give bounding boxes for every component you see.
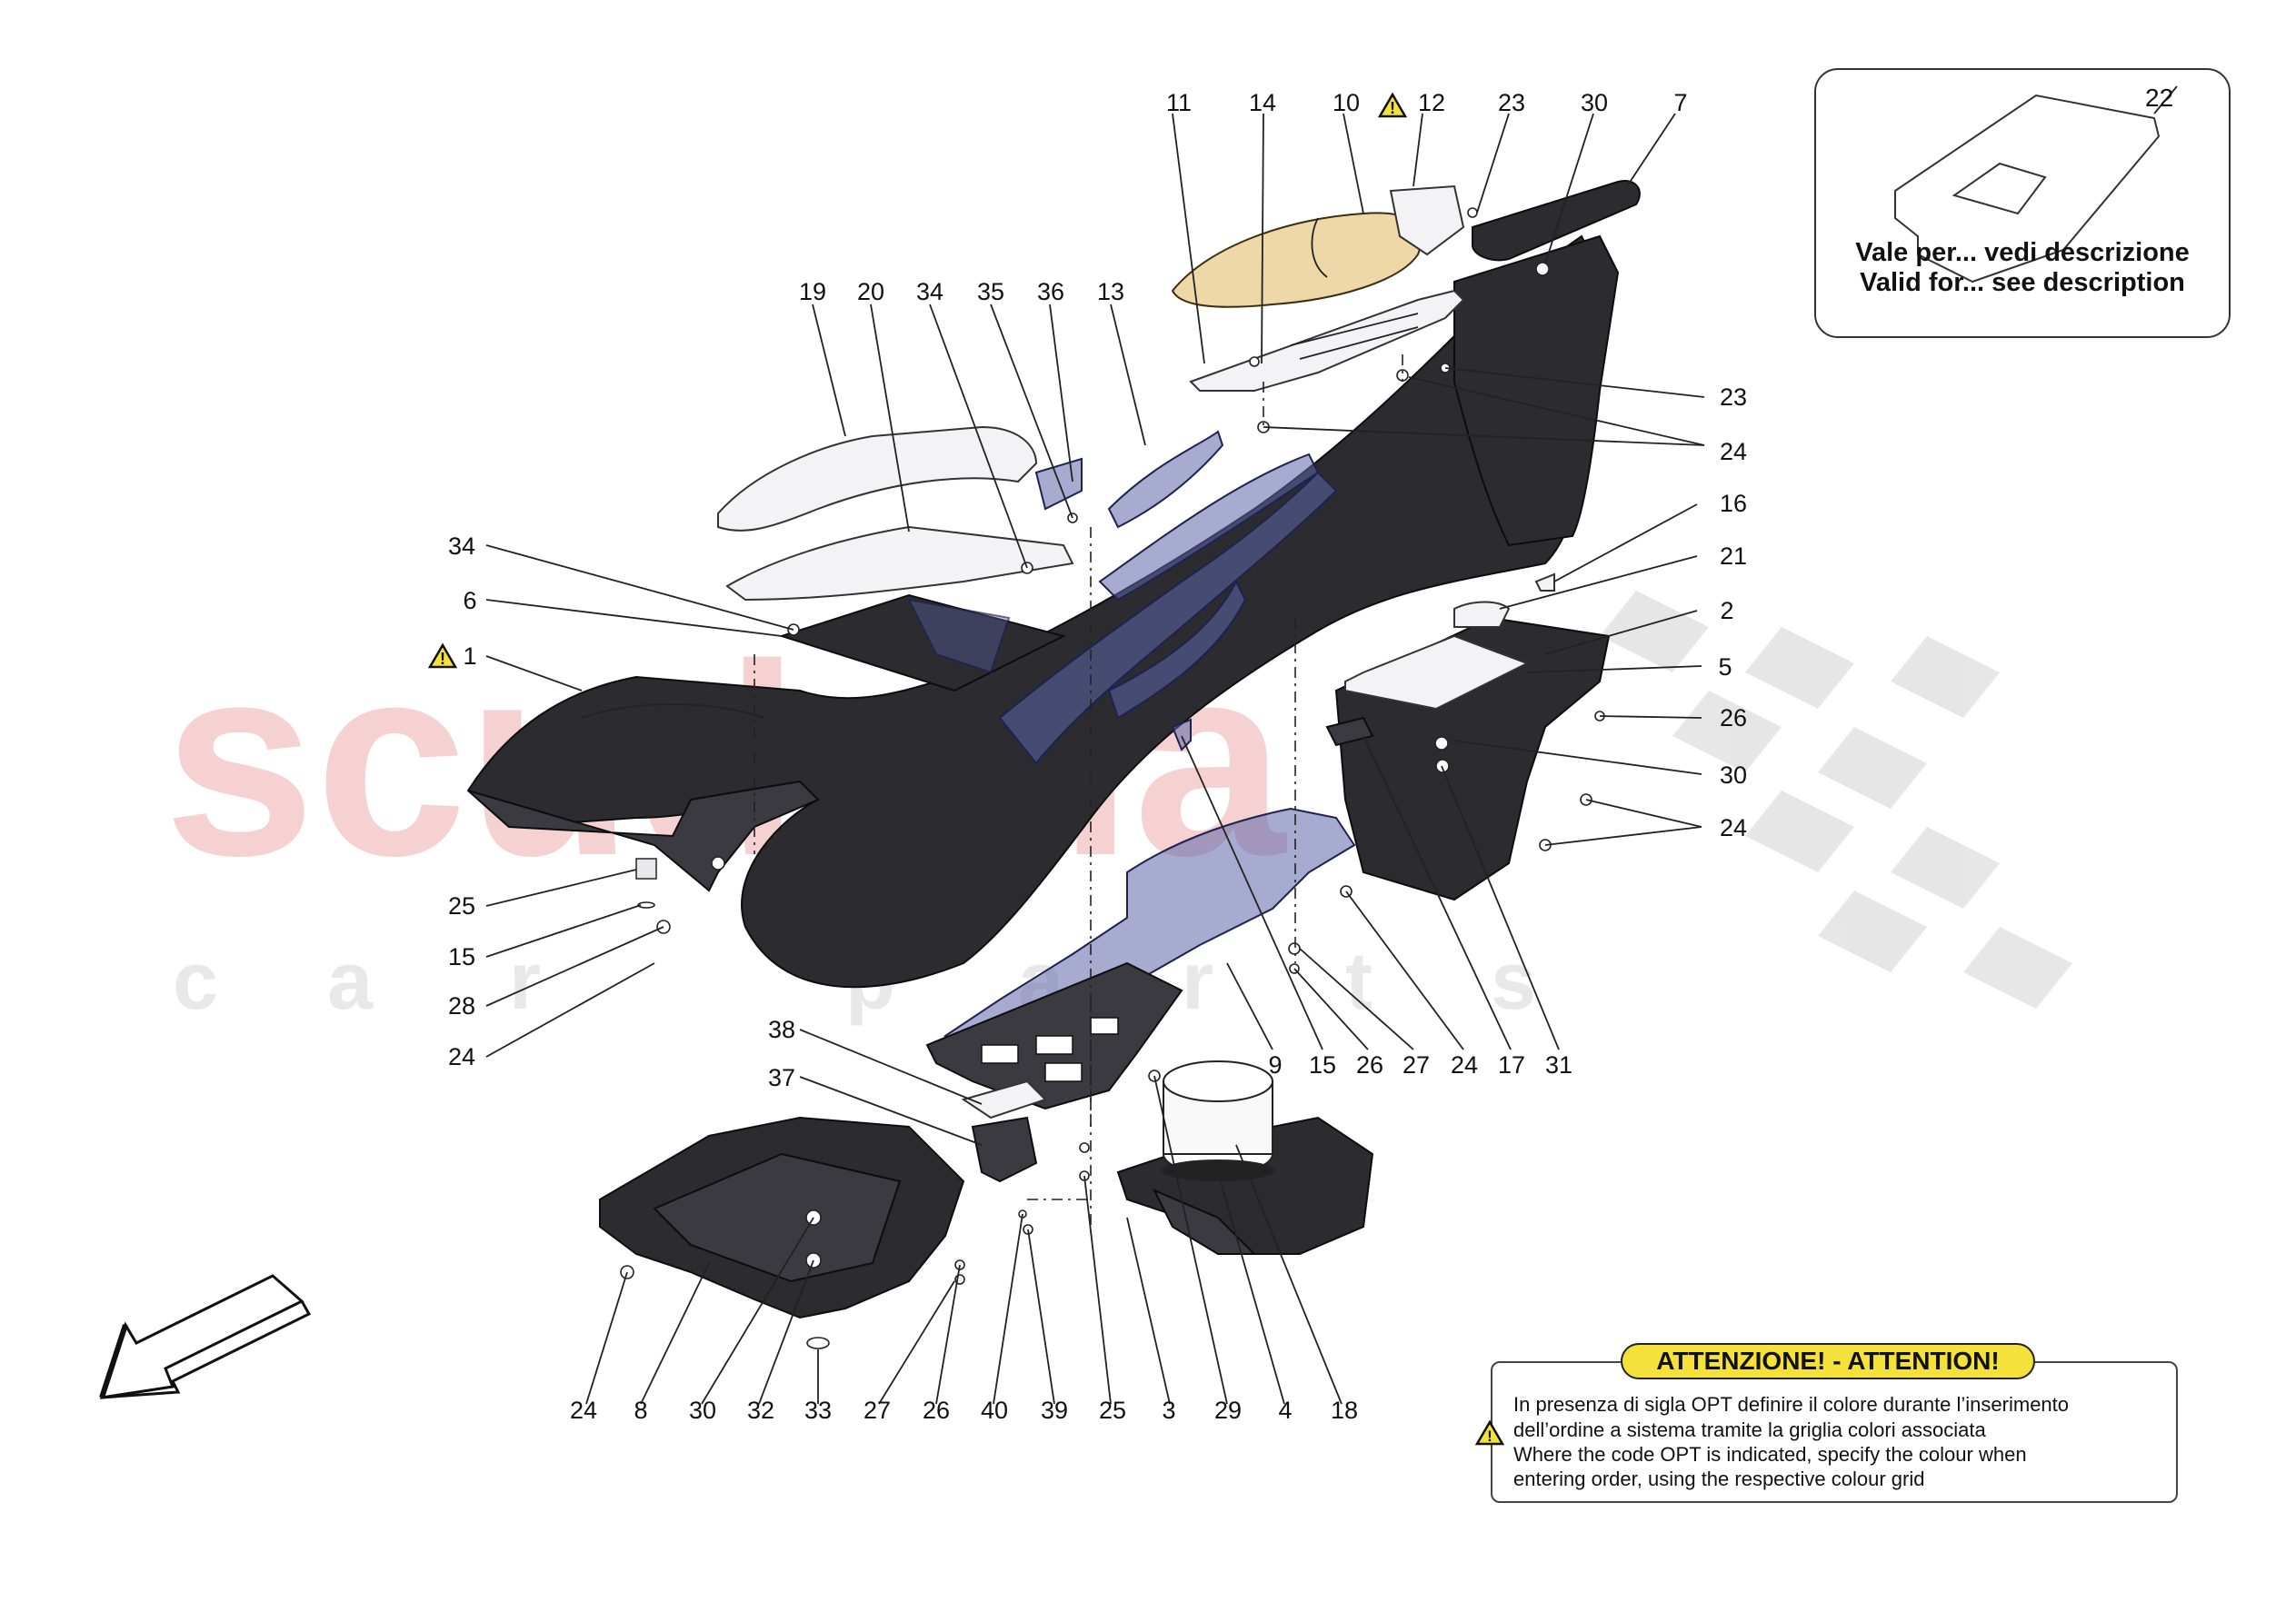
attention-panel [1491, 1361, 2178, 1503]
attention-line-3: Where the code OPT is indicated, specify… [1513, 1443, 2027, 1466]
part-29-ring [1162, 1159, 1274, 1181]
callout-32: 32 [747, 1397, 774, 1424]
part-21 [1453, 601, 1511, 628]
warning-icon: ! [427, 642, 458, 669]
callout-25: 25 [448, 892, 475, 920]
part-15 [637, 901, 655, 909]
callout-29: 29 [1214, 1397, 1242, 1424]
attention-line-1: In presenza di sigla OPT definire il col… [1513, 1393, 2070, 1416]
svg-text:!: ! [1390, 99, 1395, 117]
callout-14: 14 [1249, 89, 1276, 116]
callout-15: 15 [1309, 1051, 1336, 1079]
callout-1: 1 [463, 642, 476, 670]
callout-9: 9 [1268, 1051, 1282, 1079]
callout-24: 24 [1720, 438, 1747, 465]
callout-40: 40 [981, 1397, 1008, 1424]
callout-27: 27 [863, 1397, 891, 1424]
callout-30: 30 [689, 1397, 716, 1424]
front-direction-arrow-icon [99, 1274, 312, 1399]
callout-12: 12 [1418, 89, 1445, 116]
watermark-sub: car par ts [173, 936, 1536, 1027]
callout-34: 34 [916, 278, 943, 305]
callout-20: 20 [857, 278, 884, 305]
valid-for-italian: Vale per... vedi descrizione [1855, 238, 2190, 267]
callout-27: 27 [1403, 1051, 1430, 1079]
callout-28: 28 [448, 992, 475, 1020]
callout-10: 10 [1333, 89, 1360, 116]
part-19-trim [717, 425, 1038, 532]
callout-11: 11 [1166, 89, 1192, 116]
attention-line-4: entering order, using the respective col… [1513, 1468, 1925, 1490]
callout-39: 39 [1041, 1397, 1068, 1424]
svg-text:a: a [327, 936, 374, 1027]
part-20-trim [725, 525, 1074, 602]
callout-24: 24 [448, 1043, 475, 1070]
callout-17: 17 [1498, 1051, 1525, 1079]
callout-24: 24 [570, 1397, 597, 1424]
part-10-armrest [1171, 212, 1423, 308]
callout-23: 23 [1720, 383, 1747, 411]
callout-6: 6 [463, 587, 476, 614]
warning-icon: ! [1474, 1419, 1505, 1446]
callout-26: 26 [1356, 1051, 1383, 1079]
part-25-clip [635, 858, 657, 880]
callout-30: 30 [1720, 761, 1747, 789]
callout-24: 24 [1451, 1051, 1478, 1079]
center-console-body [466, 234, 1620, 989]
callout-33: 33 [804, 1397, 832, 1424]
attention-header: ATTENZIONE! - ATTENTION! [1621, 1343, 2035, 1379]
svg-text:c: c [173, 936, 218, 1027]
part-17 [1325, 716, 1374, 747]
svg-text:!: ! [1487, 1428, 1492, 1445]
callout-19: 19 [799, 278, 826, 305]
valid-for-panel [1814, 68, 2231, 338]
callout-numbers: 11 14 10 12 23 30 7 19 20 34 35 36 13 23… [448, 89, 1747, 1424]
part-7-pad [1472, 180, 1641, 262]
callout-38: 38 [768, 1016, 795, 1043]
callout-16: 16 [1720, 490, 1747, 517]
callout-30: 30 [1581, 89, 1608, 116]
callout-21: 21 [1720, 542, 1747, 570]
attention-line-2: dell’ordine a sistema tramite la griglia… [1513, 1418, 1986, 1441]
part-38 [961, 1080, 1047, 1119]
callout-15: 15 [448, 943, 475, 970]
callout-34: 34 [448, 532, 475, 560]
callout-22: 22 [2145, 84, 2174, 112]
callout-26: 26 [1720, 704, 1747, 731]
callout-25: 25 [1099, 1397, 1126, 1424]
part-11-base [1189, 289, 1465, 392]
callout-18: 18 [1331, 1397, 1358, 1424]
callout-24: 24 [1720, 814, 1747, 841]
svg-text:r: r [509, 936, 541, 1027]
callout-3: 3 [1162, 1397, 1175, 1424]
leader-lines [485, 113, 1705, 1405]
callout-2: 2 [1720, 597, 1733, 624]
callout-37: 37 [768, 1064, 795, 1091]
part-37 [971, 1116, 1038, 1183]
callout-4: 4 [1278, 1397, 1292, 1424]
callout-31: 31 [1545, 1051, 1572, 1079]
callout-5: 5 [1718, 653, 1732, 681]
callout-23: 23 [1498, 89, 1525, 116]
callout-13: 13 [1097, 278, 1124, 305]
callout-35: 35 [977, 278, 1004, 305]
callout-8: 8 [634, 1397, 647, 1424]
assembly-lines [754, 354, 1403, 1236]
part-27-clip [1171, 718, 1192, 751]
part-12-bracket [1389, 184, 1465, 256]
valid-for-english: Valid for... see description [1860, 268, 2185, 297]
part-16 [1534, 572, 1555, 592]
svg-text:t: t [1345, 936, 1373, 1027]
svg-text:!: ! [440, 650, 445, 668]
watermark-flag [1600, 591, 2072, 1009]
callout-7: 7 [1673, 89, 1687, 116]
svg-text:s: s [1491, 936, 1536, 1027]
callout-36: 36 [1037, 278, 1064, 305]
callout-26: 26 [923, 1397, 950, 1424]
part-13-trim [1107, 430, 1224, 529]
warning-icon: ! [1377, 92, 1408, 118]
